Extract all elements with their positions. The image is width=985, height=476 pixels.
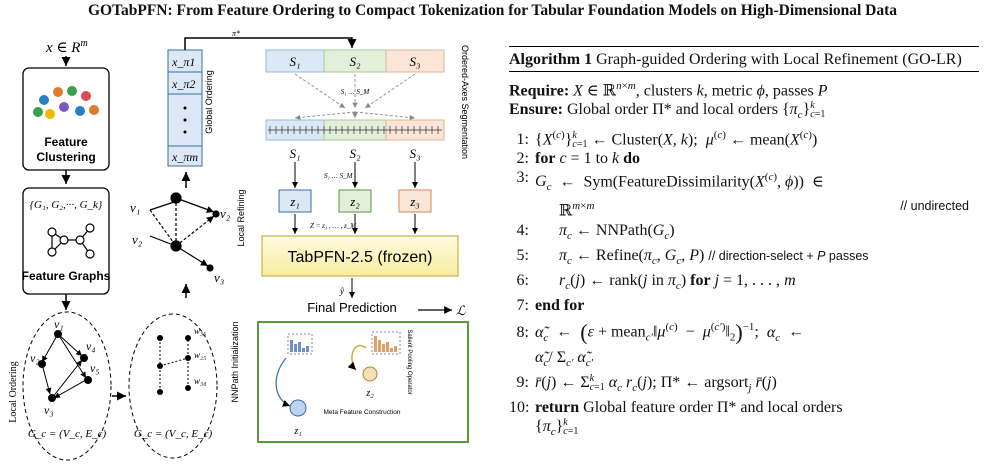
svg-text:G_c = (V_c, E_c): G_c = (V_c, E_c) xyxy=(28,428,107,440)
svg-text:Feature Graphs: Feature Graphs xyxy=(22,269,111,283)
input-label: x ∈ Rm xyxy=(45,38,88,56)
svg-text:ŷ: ŷ xyxy=(339,286,344,296)
svg-text:S₃: S₃ xyxy=(409,54,420,69)
svg-text:{G₁, G₂,···, G_k}: {G₁, G₂,···, G_k} xyxy=(30,199,103,211)
svg-text:v₁: v₁ xyxy=(54,317,64,331)
svg-text:Final Prediction: Final Prediction xyxy=(307,300,397,315)
local-graph xyxy=(38,330,92,402)
svg-text:Meta Feature Construction: Meta Feature Construction xyxy=(324,409,401,416)
nnpath-ellipse xyxy=(128,313,218,459)
svg-text:ℒ: ℒ xyxy=(456,303,466,318)
cluster-dots-icon xyxy=(33,86,99,119)
svg-text:w₃₅: w₃₅ xyxy=(194,326,206,336)
svg-text:w₂₅: w₂₅ xyxy=(194,350,206,360)
svg-text:v₃: v₃ xyxy=(44,403,54,417)
paper-title: GOTabPFN: From Feature Ordering to Compa… xyxy=(87,2,898,19)
svg-text:x_π1: x_π1 xyxy=(171,55,195,69)
z2-box xyxy=(338,189,372,213)
algorithm-ensure: Ensure: Global order Π* and local orders… xyxy=(509,100,826,122)
svg-text:S₂: S₂ xyxy=(349,146,361,161)
svg-text:z₁: z₁ xyxy=(289,194,300,209)
svg-text:v₂: v₂ xyxy=(132,232,143,247)
svg-text:x_πm: x_πm xyxy=(171,150,198,164)
svg-text:S₁: S₁ xyxy=(289,146,300,161)
svg-text:Clustering: Clustering xyxy=(36,150,95,164)
svg-text:x_π2: x_π2 xyxy=(171,77,195,91)
svg-text:Ordered-Axes Segmentation: Ordered-Axes Segmentation xyxy=(460,45,470,159)
svg-text:v₅: v₅ xyxy=(90,361,100,375)
algorithm-panel: Algorithm 1 Graph-guided Ordering with L… xyxy=(509,46,979,442)
algorithm-line-7: 7:end for xyxy=(516,297,585,315)
algorithm-line-2: 2:for c = 1 to k do xyxy=(516,149,641,167)
algorithm-require: Require: X ∈ ℝn×m, clusters k, metric ϕ,… xyxy=(509,80,828,100)
method-figure: x ∈ Rm Feature Clustering {G₁, G₂,···, G… xyxy=(8,29,470,461)
svg-text:z₂: z₂ xyxy=(365,388,374,399)
svg-text:Local Ordering: Local Ordering xyxy=(8,361,19,422)
svg-text:G_c = (V_c, E_c): G_c = (V_c, E_c) xyxy=(134,428,213,440)
algorithm-line-4: 4:πc ← NNPath(Gc) xyxy=(516,221,675,242)
local-graph-ellipse xyxy=(22,311,112,461)
z1-box xyxy=(278,189,312,213)
svg-text:S₃: S₃ xyxy=(409,146,420,161)
segment-s3 xyxy=(385,49,445,73)
svg-text:z₃: z₃ xyxy=(409,194,420,209)
graph-icon xyxy=(47,223,95,259)
svg-text:π*: π* xyxy=(232,29,240,38)
svg-text:v₂: v₂ xyxy=(220,206,231,221)
svg-text:S₁: S₁ xyxy=(289,54,300,69)
tabpfn-box xyxy=(261,235,459,277)
algorithm-line-6: 6:rc(j) ← rank(j in πc) for j = 1, . . .… xyxy=(516,272,796,293)
svg-text:NNPath Initialization: NNPath Initialization xyxy=(230,321,240,402)
svg-text:Local Refining: Local Refining xyxy=(236,189,246,246)
svg-text:w₃₄: w₃₄ xyxy=(194,376,206,386)
svg-text:v₃: v₃ xyxy=(214,270,224,285)
algorithm-line-5: 5:πc ← Refine(πc, Gc, P) // direction-se… xyxy=(516,246,869,268)
svg-text:Z = z₁ , … , z_M: Z = z₁ , … , z_M xyxy=(310,222,357,230)
algorithm-line-3: 3:Gc ← Sym(FeatureDissimilarity(X(c), ϕ)… xyxy=(516,168,824,194)
svg-text:Salient Pooling Operator: Salient Pooling Operator xyxy=(406,329,412,394)
svg-text:v₄: v₄ xyxy=(86,339,96,353)
svg-text:z₂: z₂ xyxy=(349,194,360,209)
svg-text:Feature: Feature xyxy=(44,135,88,149)
svg-text:v₂: v₂ xyxy=(30,351,40,365)
svg-text:v₁: v₁ xyxy=(130,200,140,215)
algorithm-line-8: 8:α̃c ← (ε + meanc′‖μ(c) − μ(c′)‖2)−1; α… xyxy=(516,319,805,345)
z3-box xyxy=(398,189,432,213)
svg-text:z₁: z₁ xyxy=(293,426,301,437)
svg-text:Global Ordering: Global Ordering xyxy=(204,70,214,134)
svg-text:S₁ … S_M: S₁ … S_M xyxy=(341,88,371,96)
svg-text:TabPFN-2.5 (frozen): TabPFN-2.5 (frozen) xyxy=(288,249,433,266)
algorithm-line-10: 10:return Global feature order Π* and lo… xyxy=(509,399,843,417)
svg-text:S₂: S₂ xyxy=(349,54,361,69)
algorithm-header: Algorithm 1 Graph-guided Ordering with L… xyxy=(509,51,962,68)
svg-text:S₁ … S_M: S₁ … S_M xyxy=(324,172,354,180)
